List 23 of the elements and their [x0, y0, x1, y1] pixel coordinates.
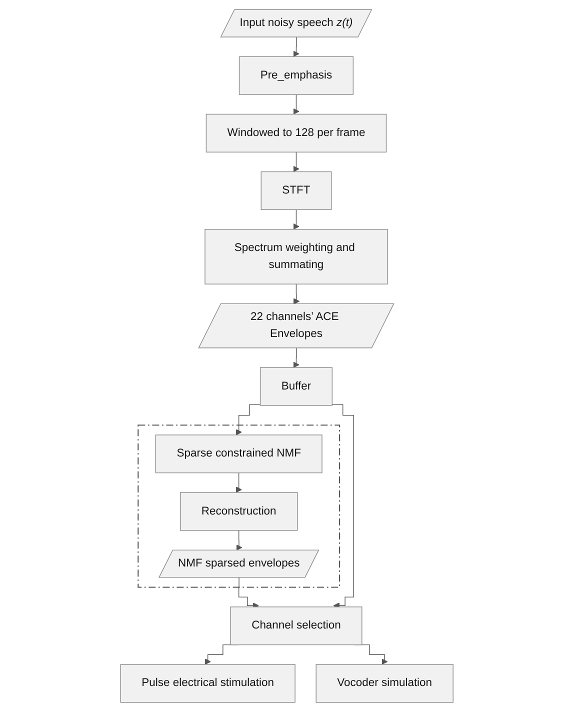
cluster: [137, 424, 340, 588]
arrow: [331, 404, 354, 609]
node-box: [315, 664, 454, 703]
arrow: [235, 404, 260, 436]
node-box: [260, 171, 332, 210]
node-box: [205, 114, 386, 152]
node-box: [154, 434, 322, 474]
arrow: [292, 209, 299, 230]
arrow: [235, 472, 242, 493]
arrow: [292, 152, 299, 172]
arrow: [292, 94, 299, 114]
node-box: [180, 492, 298, 531]
node-box: [260, 367, 332, 406]
node-box: [204, 228, 388, 284]
arrow: [238, 577, 259, 609]
flowchart-drawing: Input noisy speech z(t) Pre_emphasis Windowed to 128 per frame STFT Spectrum weighting and summating 22 channels’ ACE Envelopes Buffer Sparse constrained NMF Reconstruction NMF sparsed envelopes Channel selection Pulse electrical stimulation Vocoder simulation: [114, 4, 458, 708]
node-box: [238, 56, 354, 95]
arrow: [293, 284, 300, 304]
arrow: [292, 37, 299, 57]
arrow: [292, 348, 299, 368]
arrow: [236, 530, 242, 551]
node-box: [120, 664, 296, 703]
node-box: [230, 606, 362, 646]
